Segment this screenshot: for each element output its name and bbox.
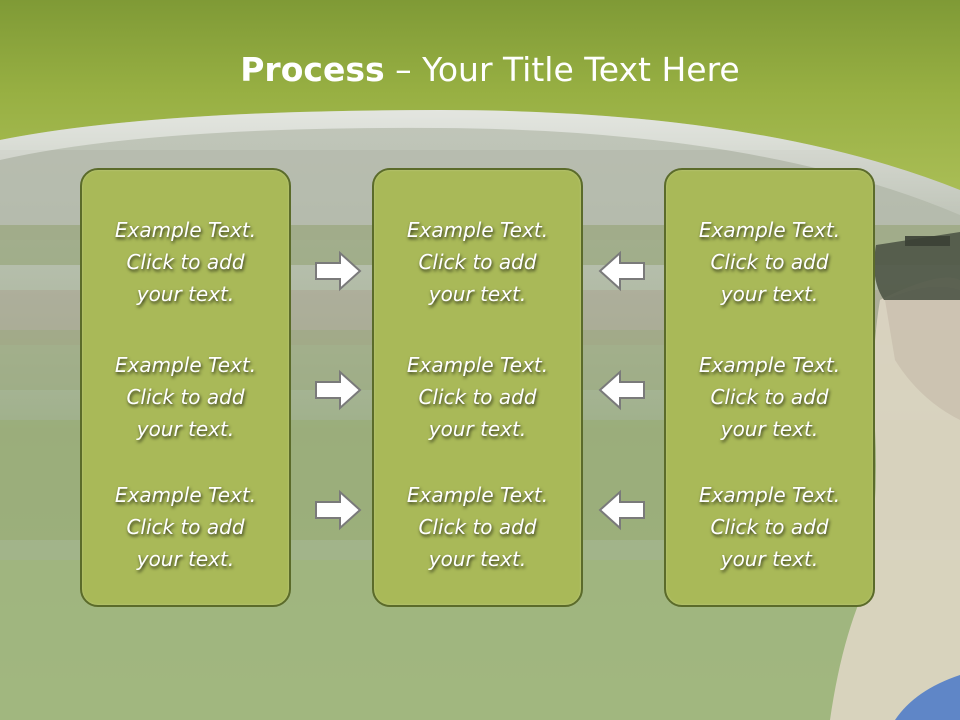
text-line: your text. bbox=[428, 417, 527, 441]
text-line: Example Text. bbox=[406, 218, 549, 242]
text-line: Click to add bbox=[710, 250, 829, 274]
text-line: your text. bbox=[720, 282, 819, 306]
right-arrow-icon[interactable] bbox=[314, 250, 362, 292]
text-placeholder[interactable]: Example Text. Click to add your text. bbox=[82, 214, 289, 310]
text-placeholder[interactable]: Example Text. Click to add your text. bbox=[666, 214, 873, 310]
text-line: your text. bbox=[720, 417, 819, 441]
text-line: your text. bbox=[428, 282, 527, 306]
text-line: your text. bbox=[136, 417, 235, 441]
text-line: Example Text. bbox=[114, 218, 257, 242]
text-line: your text. bbox=[428, 547, 527, 571]
text-line: Click to add bbox=[710, 515, 829, 539]
text-line: Example Text. bbox=[698, 353, 841, 377]
text-line: Example Text. bbox=[698, 483, 841, 507]
text-placeholder[interactable]: Example Text. Click to add your text. bbox=[374, 214, 581, 310]
title-text: Your Title Text Here bbox=[422, 50, 740, 89]
text-line: Example Text. bbox=[114, 483, 257, 507]
right-arrow-icon[interactable] bbox=[314, 489, 362, 531]
text-placeholder[interactable]: Example Text. Click to add your text. bbox=[374, 349, 581, 445]
text-line: Example Text. bbox=[406, 483, 549, 507]
slide-title[interactable]: Process – Your Title Text Here bbox=[0, 50, 960, 89]
text-placeholder[interactable]: Example Text. Click to add your text. bbox=[82, 349, 289, 445]
text-line: your text. bbox=[136, 282, 235, 306]
text-line: Click to add bbox=[418, 250, 537, 274]
text-placeholder[interactable]: Example Text. Click to add your text. bbox=[82, 479, 289, 575]
right-arrow-icon[interactable] bbox=[314, 369, 362, 411]
text-line: Click to add bbox=[418, 385, 537, 409]
title-separator: – bbox=[384, 50, 423, 89]
text-placeholder[interactable]: Example Text. Click to add your text. bbox=[666, 349, 873, 445]
text-line: your text. bbox=[720, 547, 819, 571]
left-arrow-icon[interactable] bbox=[598, 369, 646, 411]
process-box-left[interactable]: Example Text. Click to add your text. Ex… bbox=[80, 168, 291, 607]
text-line: Example Text. bbox=[114, 353, 257, 377]
text-line: Click to add bbox=[710, 385, 829, 409]
text-line: Click to add bbox=[418, 515, 537, 539]
text-line: Example Text. bbox=[698, 218, 841, 242]
text-line: Click to add bbox=[126, 385, 245, 409]
text-line: Click to add bbox=[126, 250, 245, 274]
title-bold-word: Process bbox=[240, 50, 385, 89]
text-line: Click to add bbox=[126, 515, 245, 539]
left-arrow-icon[interactable] bbox=[598, 250, 646, 292]
process-box-right[interactable]: Example Text. Click to add your text. Ex… bbox=[664, 168, 875, 607]
text-placeholder[interactable]: Example Text. Click to add your text. bbox=[666, 479, 873, 575]
text-line: your text. bbox=[136, 547, 235, 571]
text-line: Example Text. bbox=[406, 353, 549, 377]
left-arrow-icon[interactable] bbox=[598, 489, 646, 531]
text-placeholder[interactable]: Example Text. Click to add your text. bbox=[374, 479, 581, 575]
process-box-center[interactable]: Example Text. Click to add your text. Ex… bbox=[372, 168, 583, 607]
